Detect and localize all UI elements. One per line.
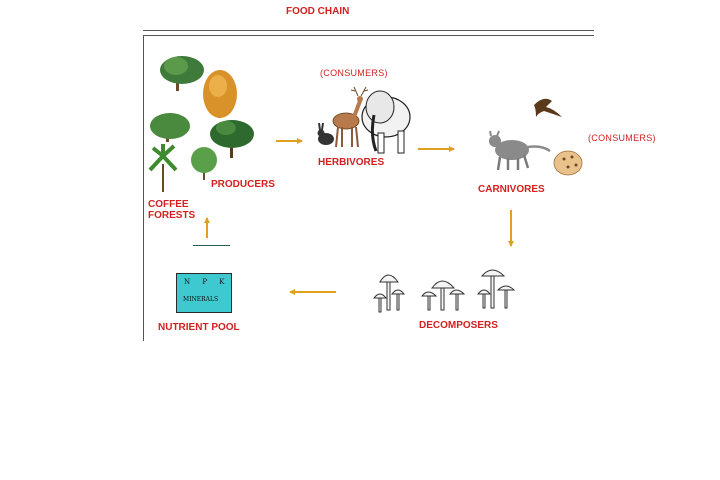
coffee-forests-label: COFFEE FORESTS [148,199,196,221]
carnivores-consumers-label: (CONSUMERS) [588,133,656,143]
cat-icon [553,150,583,176]
herbivores-animals [317,86,411,154]
herbivores-label: HERBIVORES [318,157,385,168]
mineral-tank-icon: N P K MINERALS [176,273,232,313]
tree-icon [203,70,237,118]
herbivores-consumers-label: (CONSUMERS) [320,68,388,78]
decomposers-label: DECOMPOSERS [419,320,498,331]
carnivores-animals [489,98,583,176]
producers-trees [148,56,254,192]
pool-rule [193,245,230,246]
npk-label: N P K [184,278,230,286]
top-rule [143,30,594,31]
elephant-icon [361,90,411,154]
rabbit-icon [317,122,334,145]
tree-icon [191,147,217,180]
nutrient-pool-label: NUTRIENT POOL [158,322,240,333]
cat-icon [489,130,551,171]
page-title: FOOD CHAIN [286,6,350,17]
minerals-label: MINERALS [183,296,219,303]
mushroom-icon [420,280,466,311]
tree-icon [150,113,190,142]
bird-icon [534,98,562,117]
mushroom-icon [476,269,516,309]
decomposers-mushrooms [372,269,516,313]
tree-icon [160,56,204,91]
carnivores-label: CARNIVORES [478,184,545,195]
tree-icon [210,120,254,158]
top-rule-2 [143,35,594,36]
left-rule [143,35,144,341]
deer-icon [332,86,369,148]
tree-icon [148,144,178,192]
producers-label: PRODUCERS [211,179,275,190]
mushroom-icon [372,274,406,313]
